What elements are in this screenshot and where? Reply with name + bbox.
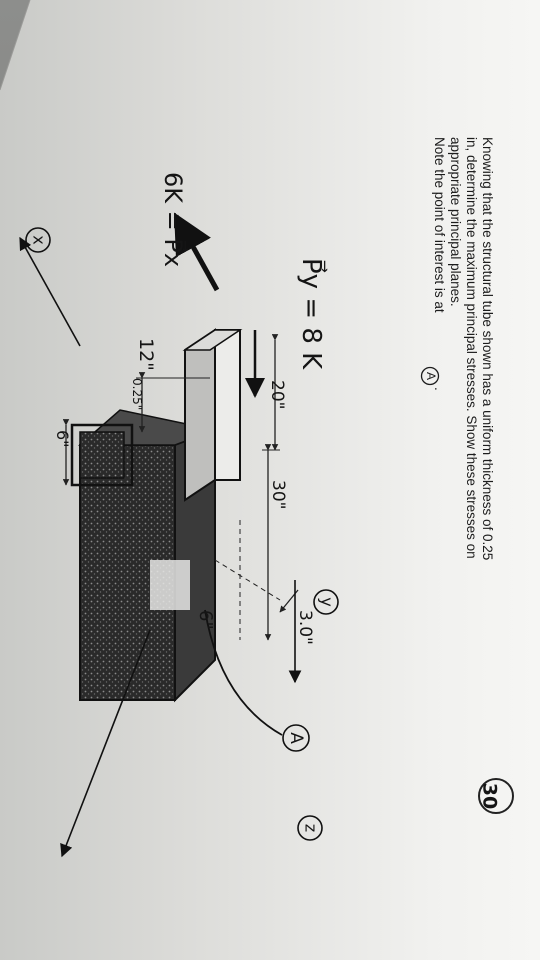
z-axis-line bbox=[60, 629, 151, 858]
thickness-label: 0.25" bbox=[130, 378, 144, 410]
problem-number: 30 bbox=[479, 783, 501, 809]
point-a-period: . bbox=[432, 387, 447, 391]
problem-number-badge: 30 bbox=[478, 778, 514, 814]
dim-6-left-label: 6" bbox=[53, 430, 72, 448]
axes bbox=[19, 236, 302, 858]
problem-text: Knowing that the structural tube shown h… bbox=[420, 137, 495, 560]
tube-drawing bbox=[70, 328, 281, 703]
x-axis-line bbox=[19, 236, 81, 347]
annotations: P⃗y = 8 K 6K = P⃗x 20" 30" 12" 0.25" 6" … bbox=[25, 172, 339, 841]
force-arrows bbox=[173, 212, 265, 398]
tube-arm bbox=[214, 329, 241, 481]
px-label: 6K = P⃗x bbox=[159, 172, 188, 267]
point-a-leader bbox=[204, 609, 283, 736]
axis-x-label: x bbox=[30, 235, 49, 244]
axis-z-label: z bbox=[302, 824, 321, 832]
point-a-marker-circle bbox=[420, 366, 440, 386]
dim-12-label: 12" bbox=[135, 338, 157, 371]
problem-line-2: in, determine the maximum principal stre… bbox=[464, 137, 479, 559]
problem-line-1: Knowing that the structural tube shown h… bbox=[480, 137, 495, 560]
point-a-label: A bbox=[286, 732, 306, 744]
axis-y-label: y bbox=[318, 597, 337, 606]
point-a-marker: A bbox=[424, 372, 438, 380]
dim-3-label: 3.0" bbox=[295, 610, 315, 645]
dim-20-label: 20" bbox=[267, 380, 287, 409]
px-arrow bbox=[173, 212, 220, 292]
py-label: P⃗y = 8 K bbox=[296, 258, 328, 370]
dim-30-label: 30" bbox=[268, 480, 288, 509]
problem-line-4: Note the point of interest is at bbox=[432, 137, 447, 313]
problem-line-3: appropriate principal planes. bbox=[448, 137, 463, 307]
dim-6-right-label: 6" bbox=[195, 610, 216, 630]
tube-open-end bbox=[70, 423, 134, 487]
